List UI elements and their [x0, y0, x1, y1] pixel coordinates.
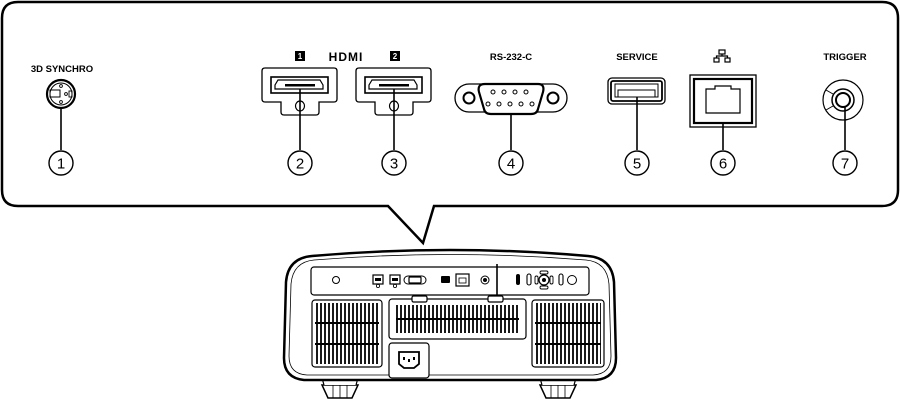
terminal-number-5: 5	[633, 156, 641, 173]
number-circle-6	[710, 150, 736, 176]
terminal-hdmi-2: 3	[355, 67, 432, 176]
number-circle-4	[498, 150, 524, 176]
number-circle-2	[287, 150, 313, 176]
number-circle-3	[381, 150, 407, 176]
number-circle-7	[832, 150, 858, 176]
terminal-number-4: 4	[507, 156, 515, 173]
number-circle-1	[48, 150, 74, 176]
svg-text:1: 1	[298, 52, 303, 61]
vent-right	[531, 299, 605, 368]
terminal-rs232c: RS-232-C 4	[454, 52, 568, 176]
label-trigger: TRIGGER	[823, 52, 866, 63]
label-service: SERVICE	[616, 52, 658, 63]
terminal-number-3: 3	[390, 156, 398, 173]
number-circle-5	[624, 150, 650, 176]
hdmi1-badge-icon	[295, 51, 305, 61]
d-sub-connector-icon	[454, 82, 568, 116]
power-inlet	[388, 342, 430, 379]
svg-text:2: 2	[393, 52, 398, 61]
terminal-service: SERVICE 5	[607, 52, 666, 176]
rj45-port-icon	[689, 74, 757, 128]
vent-left	[311, 299, 383, 368]
terminal-number-1: 1	[57, 156, 65, 173]
terminal-number-7: 7	[841, 156, 849, 173]
terminal-number-2: 2	[296, 156, 304, 173]
vent-center	[388, 295, 527, 340]
mini-jack-icon	[822, 79, 864, 121]
hdmi2-badge-icon	[390, 51, 400, 61]
label-hdmi: HDMI	[329, 50, 364, 64]
label-3d-synchro: 3D SYNCHRO	[31, 64, 93, 75]
terminal-lan: 6	[689, 49, 757, 176]
terminal-hdmi-1: 2	[261, 67, 338, 176]
terminal-trigger: TRIGGER 7	[822, 52, 867, 176]
callout-box	[0, 0, 900, 246]
projector-foot-right	[538, 377, 578, 399]
terminal-3d-synchro: 3D SYNCHRO 1	[31, 64, 93, 176]
label-rs232c: RS-232-C	[490, 52, 532, 63]
hdmi-header: 1 HDMI 2	[295, 50, 400, 64]
projector-rear-view	[282, 248, 618, 399]
mini-din-connector-icon	[45, 78, 77, 110]
network-icon	[713, 49, 731, 63]
terminal-number-6: 6	[719, 156, 727, 173]
